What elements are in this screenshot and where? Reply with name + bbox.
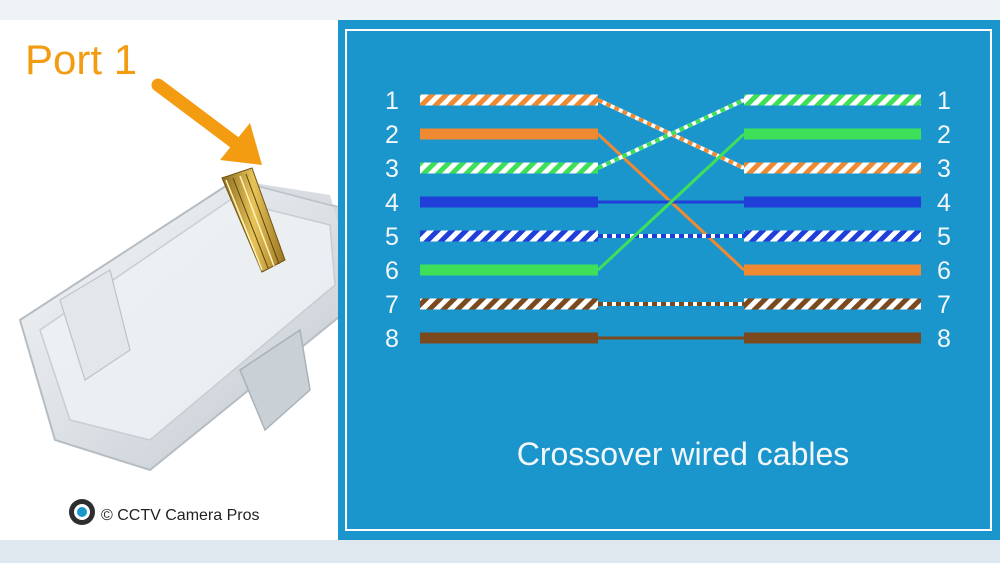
right-pin-label-6: 6 [937,257,951,285]
left-wire-segment-8 [420,332,598,344]
left-wire-segment-2 [420,128,598,140]
left-pin-label-1: 1 [385,87,399,115]
left-pin-label-6: 6 [385,257,399,285]
left-wire-segment-7 [420,298,598,310]
right-pin-label-4: 4 [937,189,951,217]
wire-connector-6-to-2 [596,132,746,272]
left-pin-label-2: 2 [385,121,399,149]
copyright-text: © CCTV Camera Pros [101,507,259,524]
left-pin-label-3: 3 [385,155,399,183]
wires-layer [420,94,921,344]
right-wire-segment-7 [744,298,921,310]
left-pin-label-8: 8 [385,325,399,353]
rj45-plug-photo [0,20,362,540]
left-wire-segment-4 [420,196,598,208]
right-wire-segment-4 [744,196,921,208]
right-pin-label-1: 1 [937,87,951,115]
right-pin-label-3: 3 [937,155,951,183]
left-wire-segment-6 [420,264,598,276]
diagram-panel-border [345,29,992,531]
left-wire-segment-5 [420,230,598,242]
right-pin-labels: 1 2 3 4 5 6 7 8 [937,87,951,353]
port-label: Port 1 [25,36,137,83]
bottom-banner [0,540,1000,563]
right-pin-label-5: 5 [937,223,951,251]
left-wire-segment-3 [420,162,598,174]
gold-contacts [221,167,286,273]
left-pin-label-5: 5 [385,223,399,251]
copyright-block: © CCTV Camera Pros [69,499,259,525]
right-pin-label-7: 7 [937,291,951,319]
left-wire-segment-1 [420,94,598,106]
left-pin-label-4: 4 [385,189,399,217]
left-pin-labels: 1 2 3 4 5 6 7 8 [385,87,399,353]
diagram-panel [338,20,1000,540]
top-banner [0,0,1000,20]
right-wire-segment-3 [744,162,921,174]
right-wire-segment-2 [744,128,921,140]
right-pin-label-2: 2 [937,121,951,149]
right-wire-segment-5 [744,230,921,242]
right-pin-label-8: 8 [937,325,951,353]
port-arrow [151,78,262,165]
right-wire-segment-6 [744,264,921,276]
diagram-caption: Crossover wired cables [517,436,850,472]
right-wire-segment-1 [744,94,921,106]
right-wire-segment-8 [744,332,921,344]
wire-connector-stripe-3-to-1 [597,98,745,170]
left-pin-label-7: 7 [385,291,399,319]
camera-lens-logo-icon [69,499,95,525]
